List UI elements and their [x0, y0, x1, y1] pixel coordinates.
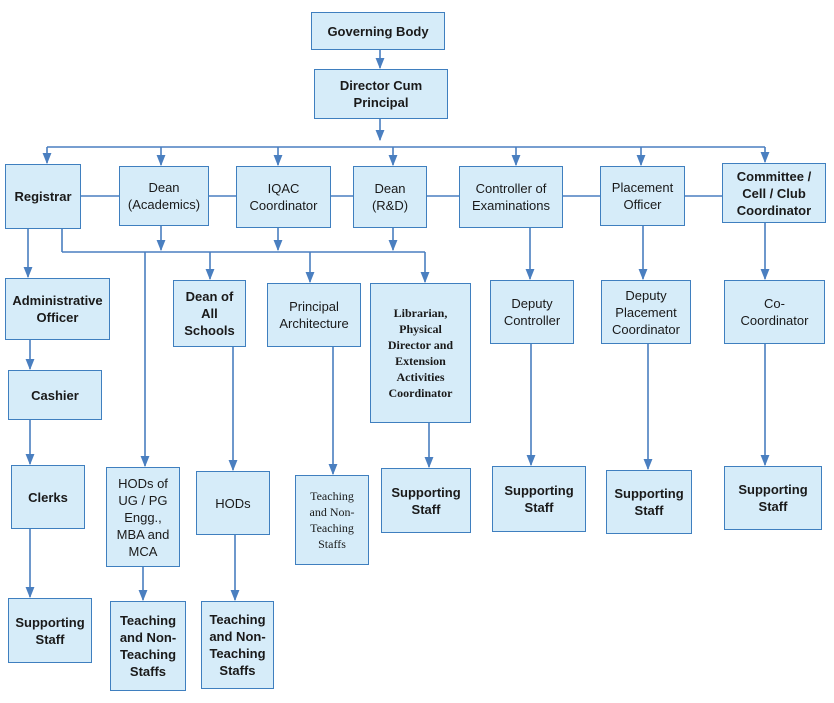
controller-supporting-staff-box: Supporting Staff: [492, 466, 586, 532]
governing-body-box: Governing Body: [311, 12, 445, 50]
placement-supporting-staff-box: Supporting Staff: [606, 470, 692, 534]
iqac-coordinator-label: IQAC Coordinator: [249, 181, 318, 213]
clerks-label: Clerks: [28, 489, 68, 505]
administrative-officer-box: Administrative Officer: [5, 278, 110, 340]
controller-of-examinations-label: Controller of Examinations: [471, 181, 551, 213]
committee-supporting-staff-box: Supporting Staff: [724, 466, 822, 530]
registrar-label: Registrar: [14, 189, 72, 204]
clerks-box: Clerks: [11, 465, 85, 529]
registrar-box: Registrar: [5, 164, 81, 229]
deputy-placement-coordinator-box: Deputy Placement Coordinator: [601, 280, 691, 344]
committee-coordinator-label: Committee / Cell / Club Coordinator: [736, 168, 812, 218]
deputy-controller-label: Deputy Controller: [503, 296, 561, 328]
deputy-controller-box: Deputy Controller: [490, 280, 574, 344]
dean-of-all-schools-label: Dean of All Schools: [184, 289, 235, 338]
hods-label: HODs: [215, 495, 251, 511]
admin-supporting-staff-label: Supporting Staff: [15, 614, 85, 647]
co-coordinator-label: Co- Coordinator: [740, 296, 809, 328]
librarian-box: Librarian, Physical Director and Extensi…: [370, 283, 471, 423]
hods-ug-pg-label: HODs of UG / PG Engg., MBA and MCA: [116, 475, 170, 559]
controller-supporting-staff-label: Supporting Staff: [504, 483, 574, 515]
admin-supporting-staff-box: Supporting Staff: [8, 598, 92, 663]
hods-ug-pg-staff-label: Teaching and Non- Teaching Staffs: [119, 613, 177, 679]
governing-body-label: Governing Body: [327, 23, 429, 39]
hods-ug-pg-box: HODs of UG / PG Engg., MBA and MCA: [106, 467, 180, 567]
placement-officer-label: Placement Officer: [611, 180, 674, 212]
placement-officer-box: Placement Officer: [600, 166, 685, 226]
dean-academics-box: Dean (Academics): [119, 166, 209, 226]
principal-architecture-label: Principal Architecture: [279, 299, 349, 331]
director-principal-box: Director Cum Principal: [314, 69, 448, 119]
librarian-supporting-staff-box: Supporting Staff: [381, 468, 471, 533]
co-coordinator-box: Co- Coordinator: [724, 280, 825, 344]
hods-staff-label: Teaching and Non- Teaching Staffs: [209, 612, 266, 678]
deputy-placement-coordinator-label: Deputy Placement Coordinator: [612, 287, 680, 337]
architecture-staff-label: Teaching and Non- Teaching Staffs: [309, 489, 355, 551]
architecture-staff-box: Teaching and Non- Teaching Staffs: [295, 475, 369, 565]
hods-staff-box: Teaching and Non- Teaching Staffs: [201, 601, 274, 689]
librarian-label: Librarian, Physical Director and Extensi…: [387, 306, 454, 400]
dean-rd-label: Dean (R&D): [371, 181, 409, 213]
controller-of-examinations-box: Controller of Examinations: [459, 166, 563, 228]
administrative-officer-label: Administrative Officer: [12, 293, 103, 325]
principal-architecture-box: Principal Architecture: [267, 283, 361, 347]
dean-academics-label: Dean (Academics): [127, 180, 201, 212]
hods-box: HODs: [196, 471, 270, 535]
dean-of-all-schools-box: Dean of All Schools: [173, 280, 246, 347]
placement-supporting-staff-label: Supporting Staff: [614, 486, 684, 518]
iqac-coordinator-box: IQAC Coordinator: [236, 166, 331, 228]
dean-rd-box: Dean (R&D): [353, 166, 427, 228]
committee-supporting-staff-label: Supporting Staff: [738, 482, 808, 514]
cashier-label: Cashier: [31, 387, 79, 403]
hods-ug-pg-staff-box: Teaching and Non- Teaching Staffs: [110, 601, 186, 691]
director-principal-label: Director Cum Principal: [339, 78, 423, 110]
cashier-box: Cashier: [8, 370, 102, 420]
committee-coordinator-box: Committee / Cell / Club Coordinator: [722, 163, 826, 223]
librarian-supporting-staff-label: Supporting Staff: [391, 484, 461, 517]
